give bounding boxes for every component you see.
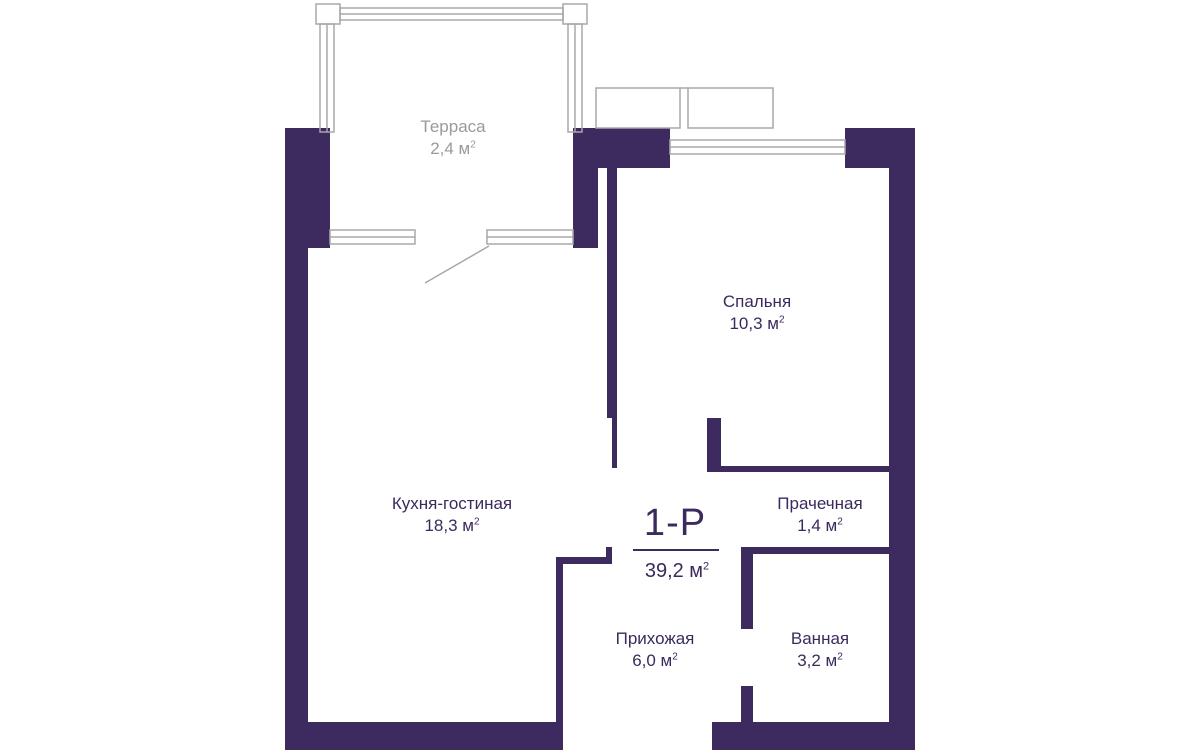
apartment-type: 1-Р: [643, 502, 707, 544]
room-label-laundry: Прачечная 1,4 м2: [777, 493, 862, 537]
wall-bedroom-laundry: [707, 466, 889, 472]
wall-door-jamb-left: [612, 418, 617, 468]
wall-hall-top: [556, 557, 612, 564]
room-label-bedroom: Спальня 10,3 м2: [723, 291, 791, 335]
wall-bottom-left: [285, 722, 563, 750]
wall-right-outer: [889, 128, 915, 750]
balcony-window-left: [595, 87, 681, 129]
room-area: 1,4 м2: [797, 516, 843, 535]
wall-middle-column: [573, 128, 598, 248]
room-area: 6,0 м2: [632, 651, 678, 670]
walls: [285, 128, 915, 750]
room-name: Прачечная: [777, 494, 863, 513]
apartment-divider: [633, 549, 719, 551]
room-label-bathroom: Ванная 3,2 м2: [791, 628, 849, 672]
room-label-hallway: Прихожая 6,0 м2: [616, 628, 695, 672]
wall-hall-left: [556, 557, 563, 750]
room-name: Ванная: [790, 629, 850, 648]
room-area: 2,4 м2: [430, 139, 476, 158]
room-label-terrace: Терраса 2,4 м2: [420, 116, 485, 160]
room-name: Терраса: [420, 117, 486, 136]
terrace-corner-left: [315, 3, 341, 25]
wall-left-upper: [285, 128, 330, 248]
room-name: Спальня: [722, 292, 792, 311]
terrace-frames: [315, 3, 846, 284]
room-area: 18,3 м2: [424, 516, 480, 535]
room-area: 3,2 м2: [797, 651, 843, 670]
room-label-kitchen: Кухня-гостиная 18,3 м2: [392, 493, 512, 537]
wall-laundry-bath: [741, 547, 889, 554]
terrace-corner-right: [562, 3, 588, 25]
wall-door-jamb-right: [707, 418, 721, 470]
wall-partition-kitchen-bedroom: [607, 168, 617, 418]
wall-bath-left: [741, 547, 753, 629]
wall-bath-left-lower: [741, 686, 753, 726]
terrace-door-swing: [424, 245, 490, 284]
wall-bottom-right: [712, 722, 915, 750]
room-area: 10,3 м2: [729, 314, 785, 333]
apartment-total-area: 39,2 м2: [644, 560, 710, 582]
room-name: Кухня-гостиная: [391, 494, 513, 513]
room-name: Прихожая: [615, 629, 695, 648]
wall-left-outer: [285, 128, 308, 750]
wall-hall-top-stub: [606, 547, 612, 559]
balcony-window-right: [687, 87, 774, 129]
